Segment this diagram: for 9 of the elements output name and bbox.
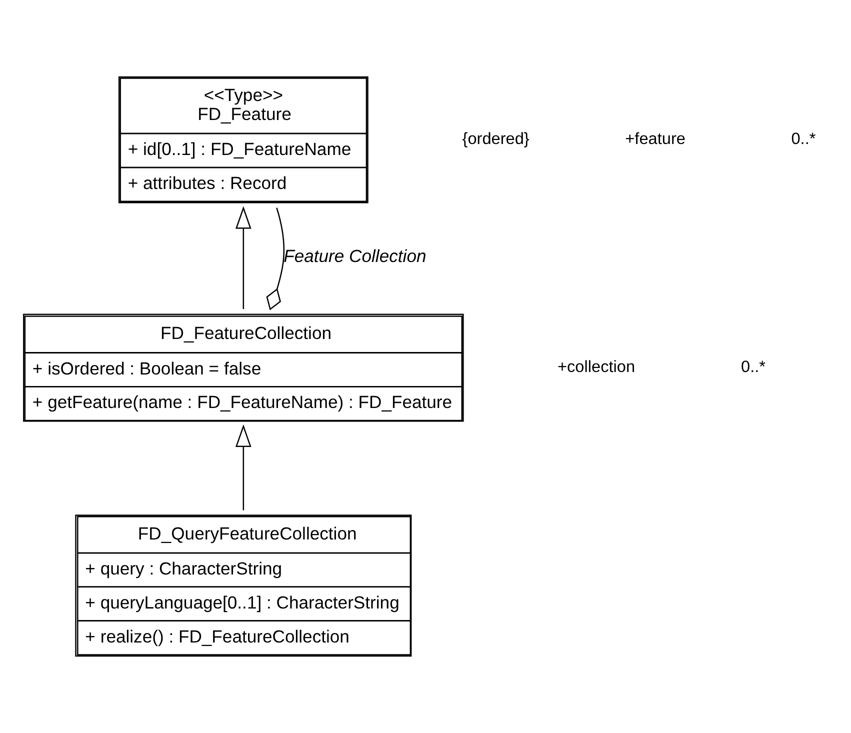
connector <box>266 208 285 310</box>
arrow <box>236 424 252 510</box>
label: +feature <box>625 130 686 148</box>
edge-label: Feature Collection <box>284 246 426 266</box>
label: 0..* <box>741 358 766 376</box>
label: {ordered} <box>462 130 530 148</box>
arrow <box>236 206 252 310</box>
label: 0..* <box>791 130 816 148</box>
label: +collection <box>558 358 636 376</box>
